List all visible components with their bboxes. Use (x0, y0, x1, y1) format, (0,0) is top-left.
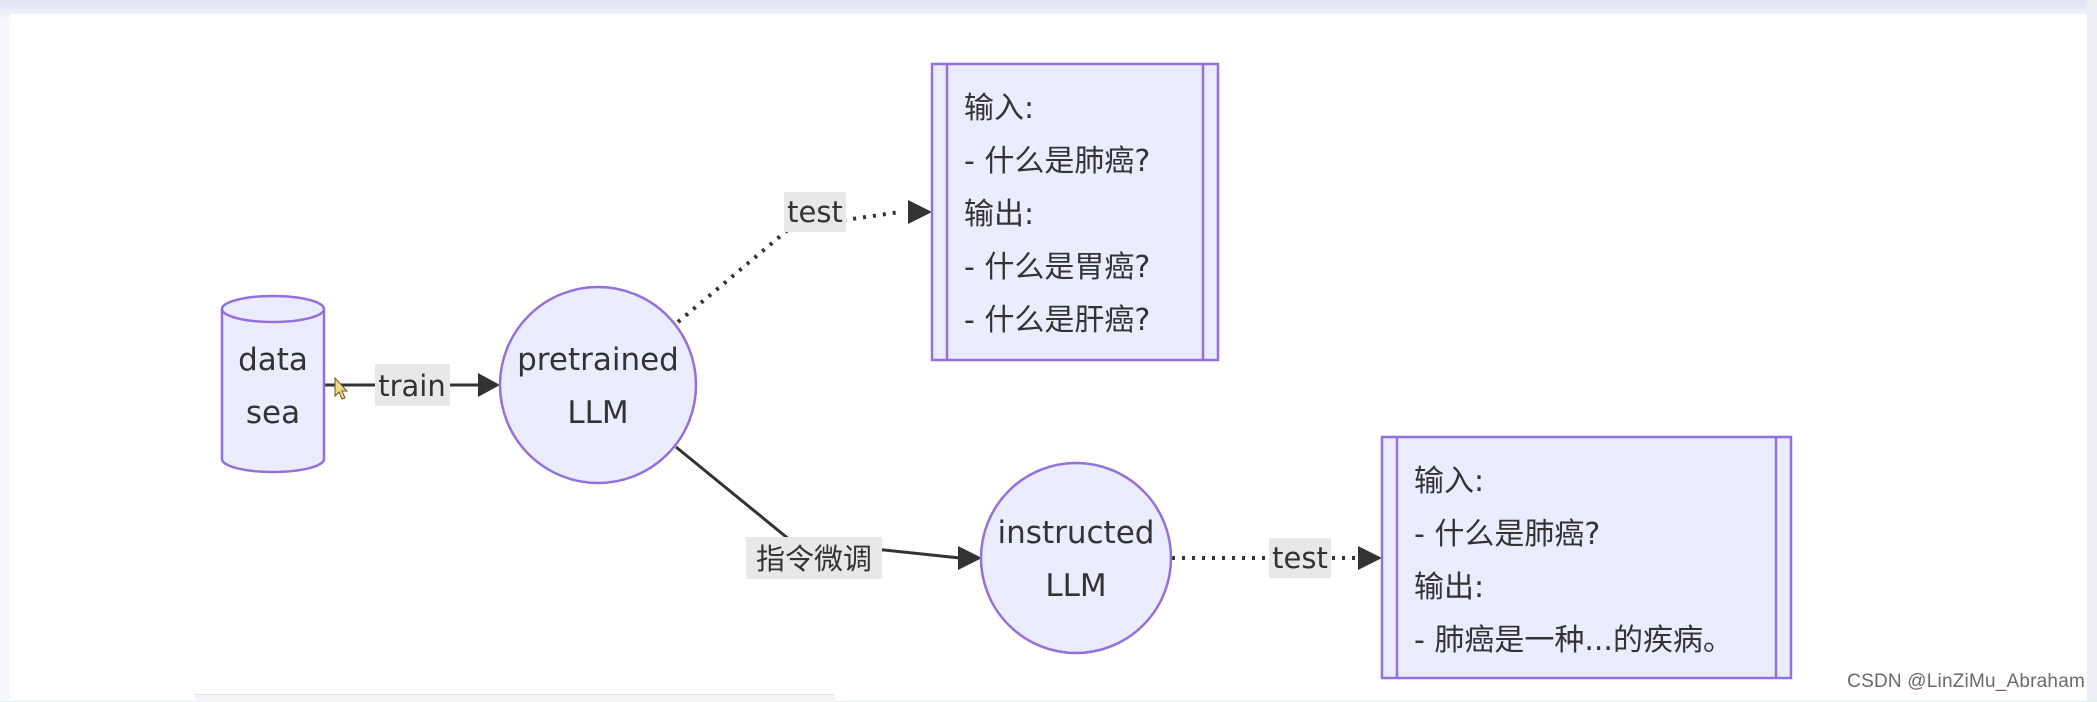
edge-label-finetune: 指令微调 (746, 537, 882, 579)
box1-line3: 输出: (964, 197, 1034, 232)
box1-line5: - 什么是肝癌? (964, 303, 1150, 338)
edge-label-train-text: train (378, 369, 446, 403)
box1-line1: 输入: (964, 91, 1034, 126)
box1-line4: - 什么是胃癌? (964, 250, 1150, 285)
box-pretrained-output: 输入: - 什么是肺癌? 输出: - 什么是胃癌? - 什么是肝癌? (932, 64, 1218, 360)
node-instructed-llm: instructed LLM (981, 463, 1171, 653)
node-data-sea-line2: sea (246, 395, 300, 431)
edge-label-test-top-text: test (787, 195, 843, 229)
box2-line1: 输入: (1414, 464, 1484, 499)
edge-label-test-bottom-text: test (1272, 541, 1328, 575)
box2-line3: 输出: (1414, 570, 1484, 605)
edge-label-test-bottom: test (1269, 538, 1331, 578)
node-data-sea: data sea (222, 296, 324, 472)
node-pretrained-line1: pretrained (517, 342, 679, 378)
box2-line2: - 什么是肺癌? (1414, 517, 1600, 552)
edge-label-test-top: test (784, 192, 846, 232)
node-instructed-line2: LLM (1045, 568, 1106, 604)
node-pretrained-llm: pretrained LLM (500, 287, 696, 483)
box2-line4: - 肺癌是一种...的疾病。 (1414, 623, 1733, 658)
watermark: CSDN @LinZiMu_Abraham (1847, 671, 2085, 693)
edge-label-finetune-text: 指令微调 (756, 542, 872, 576)
box1-line2: - 什么是肺癌? (964, 144, 1150, 179)
node-data-sea-line1: data (238, 342, 308, 378)
node-pretrained-line2: LLM (567, 395, 628, 431)
mouse-cursor-icon (335, 378, 347, 399)
node-instructed-line1: instructed (998, 515, 1155, 551)
box-instructed-output: 输入: - 什么是肺癌? 输出: - 肺癌是一种...的疾病。 (1382, 437, 1791, 678)
edge-label-train: train (375, 364, 450, 406)
